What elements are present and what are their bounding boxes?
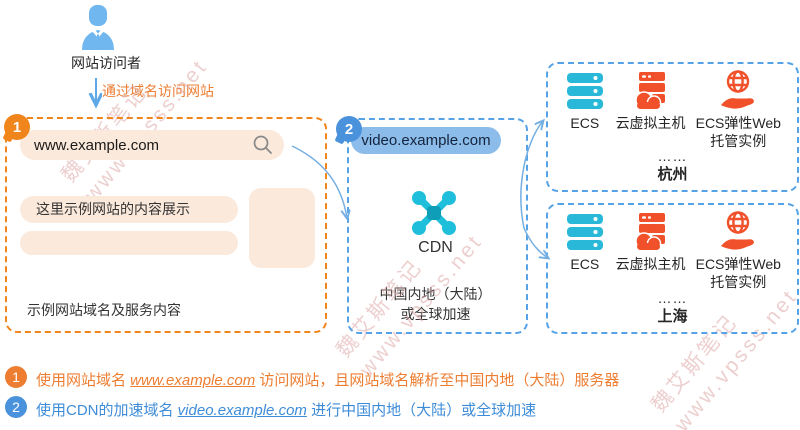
service-cloud-host: 云虚拟主机 [610,211,692,291]
cdn-label: CDN [418,239,453,256]
ecs-server-icon [566,70,603,112]
legend-2-text: 使用CDN的加速域名 video.example.com 进行中国内地（大陆）或… [36,399,536,420]
content-empty-bar [20,231,238,255]
content-placeholder-bar: 这里示例网站的内容展示 [20,196,238,223]
region-panel-shanghai: ECS [546,203,799,334]
cdn-icon [408,187,460,244]
content-side-block [249,188,315,268]
access-via-domain-label: 通过域名访问网站 [102,83,214,99]
ellipsis-more-services: …… [657,290,688,306]
cdn-note-line2: 或全球加速 [400,306,471,322]
globe-hand-icon [718,70,758,112]
cloud-server-icon [632,70,670,112]
website-panel: www.example.com 这里示例网站的内容展示 示例网站域名及服务内容 [5,117,327,333]
service-label: ECS [570,256,600,272]
service-ecs: ECS [560,70,610,150]
address-bar: www.example.com [20,130,284,160]
region-city-label: 上海 [657,308,688,325]
legend-1-prefix: 使用网站域名 [36,372,131,389]
region-services-row: ECS [548,211,797,291]
legend-1-badge: 1 [5,366,27,388]
address-bar-url: www.example.com [34,136,160,154]
region-city-label: 杭州 [657,166,688,183]
step-2-badge: 2 [336,116,362,142]
website-panel-caption: 示例网站域名及服务内容 [27,302,181,318]
step-1-badge: 1 [4,114,30,140]
region-services-row: ECS [548,70,797,150]
service-label: ECS弹性Web托管实例 [695,256,781,290]
legend-2-badge: 2 [5,396,27,418]
cdn-domain-pill: video.example.com [351,127,501,154]
service-label: 云虚拟主机 [615,115,686,131]
service-label: ECS弹性Web托管实例 [695,115,781,149]
legend-2-domain: video.example.com [177,402,307,419]
cloud-server-icon [632,211,670,253]
service-label: 云虚拟主机 [615,256,686,272]
globe-hand-icon [718,211,758,253]
legend-2-prefix: 使用CDN的加速域名 [36,402,178,419]
legend-1-domain: www.example.com [130,372,256,389]
ellipsis-more-services: …… [657,148,688,164]
service-label: ECS [570,115,600,131]
cdn-acceleration-note: 中国内地（大陆） 或全球加速 [347,284,524,324]
cdn-note-line1: 中国内地（大陆） [379,286,492,302]
legend-2-suffix: 进行中国内地（大陆）或全球加速 [306,402,537,419]
service-web-hosting: ECS弹性Web托管实例 [692,211,785,291]
visitor-label: 网站访问者 [71,55,141,71]
search-icon [252,134,274,156]
service-cloud-host: 云虚拟主机 [610,70,692,150]
ecs-server-icon [566,211,603,253]
service-web-hosting: ECS弹性Web托管实例 [692,70,785,150]
service-ecs: ECS [560,211,610,291]
legend-1-text: 使用网站域名 www.example.com 访问网站，且网站域名解析至中国内地… [36,369,619,390]
legend-1-suffix: 访问网站，且网站域名解析至中国内地（大陆）服务器 [255,372,620,389]
website-visitor-icon [78,4,118,56]
region-panel-hangzhou: ECS [546,62,799,192]
